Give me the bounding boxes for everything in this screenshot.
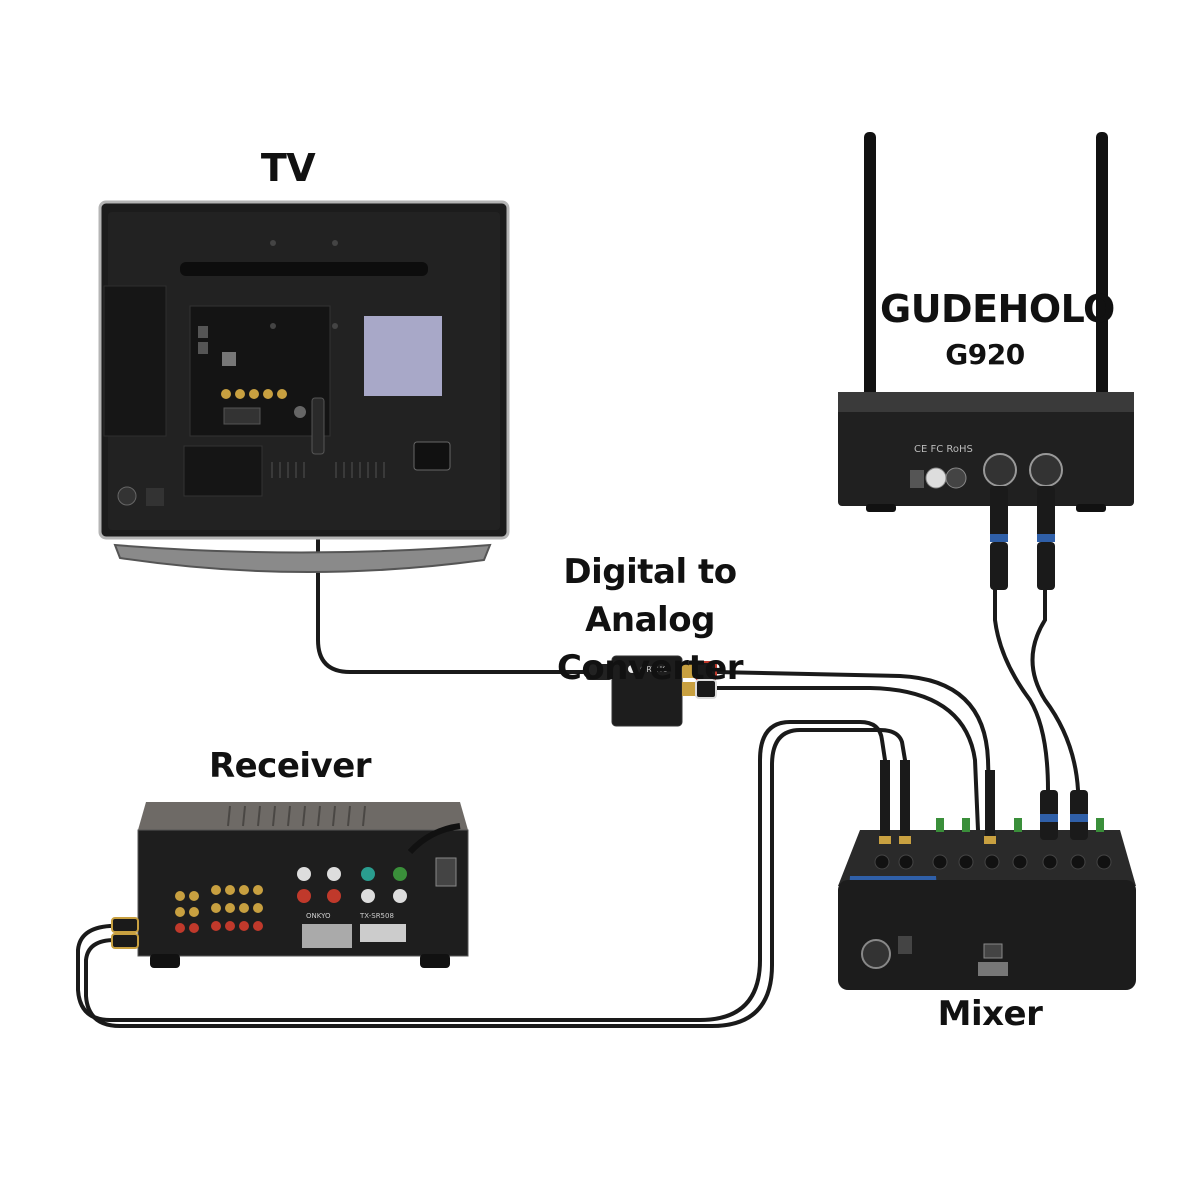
tv-port-panel — [189, 305, 331, 437]
mixer-body — [838, 880, 1136, 990]
tv-optical-plug — [311, 397, 325, 455]
mixer-power-jack — [861, 939, 891, 969]
mixer-label: Mixer — [937, 994, 1043, 1034]
av-receiver-device: ONKYO TX-SR508 — [111, 802, 469, 968]
xlr-cable-1 — [993, 588, 1050, 792]
optical-cable — [316, 453, 592, 674]
optical-plug — [586, 664, 612, 680]
xlr-jack-b — [1029, 453, 1063, 487]
mixer-usb-port — [983, 943, 1003, 959]
av-receiver-brand: ONKYO — [306, 912, 331, 920]
antenna-right — [1096, 132, 1108, 412]
receiver-label: Receiver — [208, 746, 372, 786]
speaker-terminals — [297, 867, 407, 903]
tv-av-jacks — [221, 389, 287, 399]
rca-cable-to-mixer-1 — [713, 670, 992, 832]
converter-label-line-2: Converter — [556, 648, 744, 688]
tv-device — [98, 200, 510, 573]
cables — [76, 453, 1080, 1028]
mic-receiver-model-label: G920 — [945, 338, 1025, 371]
converter-device: ORTHO — [586, 655, 717, 727]
av-receiver-model: TX-SR508 — [359, 912, 394, 920]
mixer-to-receiver-cable-1 — [76, 720, 887, 1022]
converter-label-line-1: Digital to Analog — [563, 552, 737, 640]
tv-label: TV — [260, 146, 316, 190]
mic-receiver-brand-label: GUDEHOLO — [880, 287, 1115, 331]
tv-power-socket — [413, 441, 451, 471]
mixer-device — [838, 760, 1136, 990]
antenna-left — [864, 132, 876, 412]
tv-stand — [113, 543, 492, 573]
mixer-knobs — [874, 854, 1112, 870]
converter-brand: ORTHO — [640, 665, 668, 674]
xlr-cable-2 — [1030, 588, 1080, 792]
converter-label: Digital to Analog Converter — [500, 548, 800, 692]
tv-vent — [180, 262, 428, 276]
mixer-to-receiver-cable-2 — [84, 728, 907, 1028]
av-receiver-jacks — [175, 885, 263, 933]
mic-receiver-cert-marks: CE FC RoHS — [914, 444, 973, 455]
xlr-jack-a — [983, 453, 1017, 487]
tv-label-sticker — [364, 316, 442, 396]
mic-receiver-device: CE FC RoHS — [838, 132, 1134, 590]
rca-cable-to-mixer-2 — [713, 686, 980, 832]
